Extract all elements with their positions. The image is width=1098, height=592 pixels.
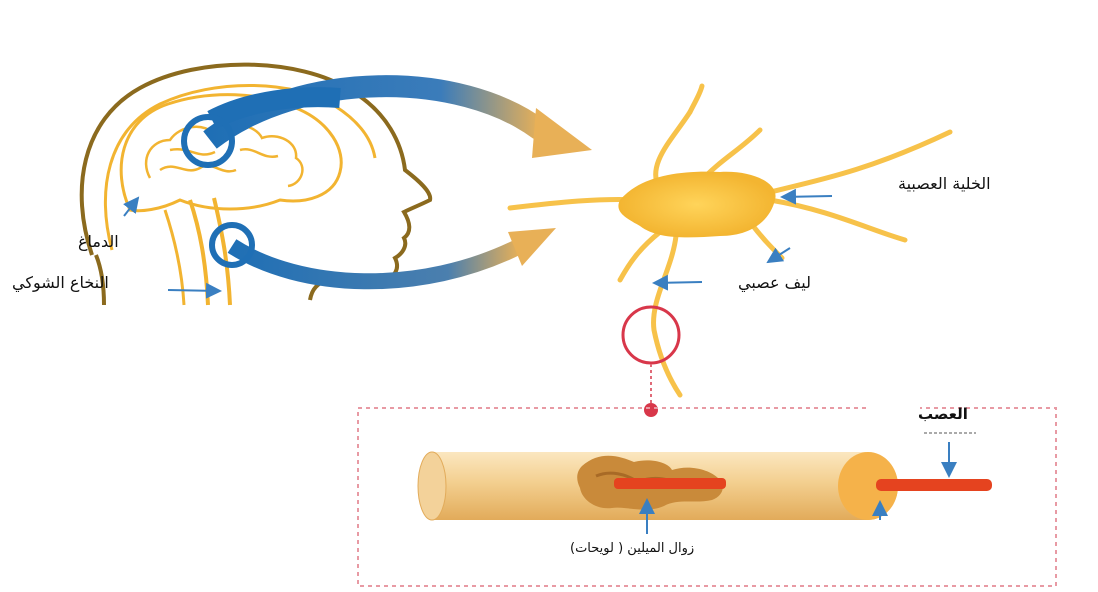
nerve-fiber-label: ليف عصبي [738, 273, 811, 292]
pointer-arrow [654, 282, 702, 283]
zoom-inset [358, 364, 1056, 586]
demyelination-label: زوال الميلين ( لويحات) [570, 541, 694, 556]
pointer-arrow [782, 196, 832, 197]
axon-core-exposed [614, 478, 726, 489]
pointer-arrow [168, 290, 220, 291]
dendrite [620, 232, 660, 280]
myelin-left-end [418, 452, 446, 520]
dendrite [690, 86, 702, 112]
dendrite [750, 222, 782, 258]
zoom-box-header-gap [870, 404, 920, 412]
nerve-cell-label: الخلية العصبية [898, 174, 991, 193]
arc-bottom-arrowhead [508, 228, 556, 266]
arc-spinal-to-neuron [232, 246, 520, 281]
axon-core-end [876, 479, 992, 491]
spinal-highlight-circle [212, 225, 252, 265]
neuron-soma [618, 172, 775, 238]
arc-head-top [212, 97, 340, 120]
connector-dot [644, 403, 658, 417]
dendrite [770, 200, 905, 240]
arc-top-arrowhead [532, 108, 592, 158]
axon-highlight-circle [623, 307, 679, 363]
axon-fiber [654, 236, 680, 395]
spinal-cord-label: النخاع الشوكي [12, 273, 109, 292]
brain-label: الدماغ [78, 232, 119, 251]
nerve-label: العصب [918, 405, 968, 423]
connection-arcs [184, 86, 592, 281]
